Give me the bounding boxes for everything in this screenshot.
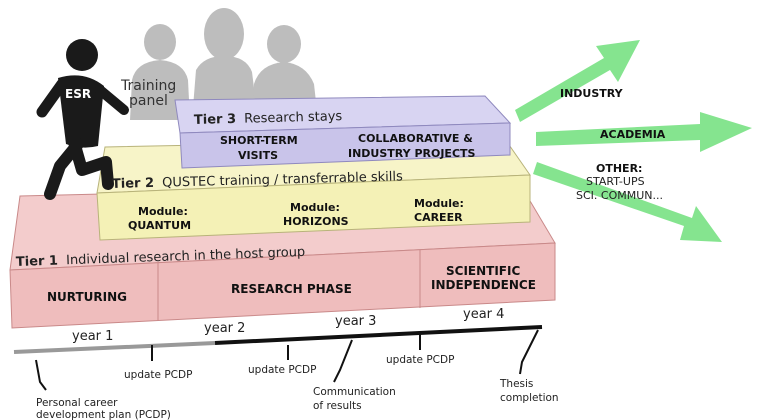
training-panel-label-line1: Training (120, 78, 176, 94)
year-2: year 2 (204, 321, 245, 336)
year-1: year 1 (72, 329, 113, 344)
milestone-communication-line2: of results (313, 400, 362, 412)
milestone-update-2: update PCDP (248, 364, 316, 376)
tier3-left-line2: VISITS (238, 149, 278, 162)
outcome-other-line3: SCI. COMMUN... (576, 189, 663, 202)
outcome-industry: INDUSTRY (560, 87, 624, 100)
timeline-base-line (13, 341, 216, 354)
tier3-label: Tier 3 (194, 112, 237, 128)
tier3-right-line2: INDUSTRY PROJECTS (348, 147, 476, 160)
academia-arrow-icon (536, 112, 752, 152)
esr-person-icon (36, 39, 129, 200)
tier3-right-line1: COLLABORATIVE & (358, 132, 473, 145)
tick-communication (333, 339, 353, 383)
tick-thesis (519, 329, 539, 375)
module-quantum-line1: Module: (138, 205, 188, 218)
outcome-other-line1: OTHER: (596, 162, 642, 175)
tier2-front (96, 174, 531, 241)
phase-independence-line2: INDEPENDENCE (431, 278, 536, 292)
other-arrow-icon (533, 162, 722, 242)
milestone-pcdp-line2: development plan (PCDP) (36, 409, 171, 420)
tier2-title: QUSTEC training / transferrable skills (162, 169, 403, 190)
phase-independence-line1: SCIENTIFIC (446, 264, 520, 278)
year-3: year 3 (335, 314, 376, 329)
milestone-update-3: update PCDP (386, 354, 454, 366)
training-panel-label-line2: panel (129, 93, 168, 109)
tier3-front (179, 122, 511, 169)
phase-research: RESEARCH PHASE (231, 282, 352, 296)
module-career-line2: CAREER (414, 211, 463, 224)
outcome-arrows (515, 40, 752, 242)
milestone-communication-line1: Communication (313, 386, 396, 398)
outcome-other-line2: START-UPS (586, 175, 645, 188)
timeline (13, 325, 543, 391)
module-career-line1: Module: (414, 197, 464, 210)
silhouette-left (130, 24, 190, 120)
module-horizons-line2: HORIZONS (283, 215, 349, 228)
esr-label: ESR (65, 87, 91, 101)
milestone-update-1: update PCDP (124, 369, 192, 381)
phase-nurturing: NURTURING (47, 290, 127, 304)
milestone-pcdp-line1: Personal career (36, 397, 118, 409)
module-quantum-line2: QUANTUM (128, 219, 191, 232)
industry-arrow-icon (515, 40, 640, 122)
tier2-heading: Tier 2 QUSTEC training / transferrable s… (112, 169, 403, 192)
tick-pcdp (35, 359, 47, 391)
module-horizons-line1: Module: (290, 201, 340, 214)
year-4: year 4 (463, 307, 504, 322)
outcome-academia: ACADEMIA (600, 128, 666, 141)
milestone-thesis-line1: Thesis (499, 378, 533, 390)
tier3-block (174, 95, 512, 169)
tier3-heading: Tier 3 Research stays (194, 109, 343, 128)
tier1-label: Tier 1 (16, 254, 59, 270)
timeline-bold-line (214, 325, 543, 345)
tier2-label: Tier 2 (112, 176, 155, 192)
tier1-front (9, 242, 556, 329)
tier3-title: Research stays (244, 109, 343, 127)
milestone-thesis-line2: completion (500, 392, 559, 404)
tier3-left-line1: SHORT-TERM (220, 134, 298, 147)
